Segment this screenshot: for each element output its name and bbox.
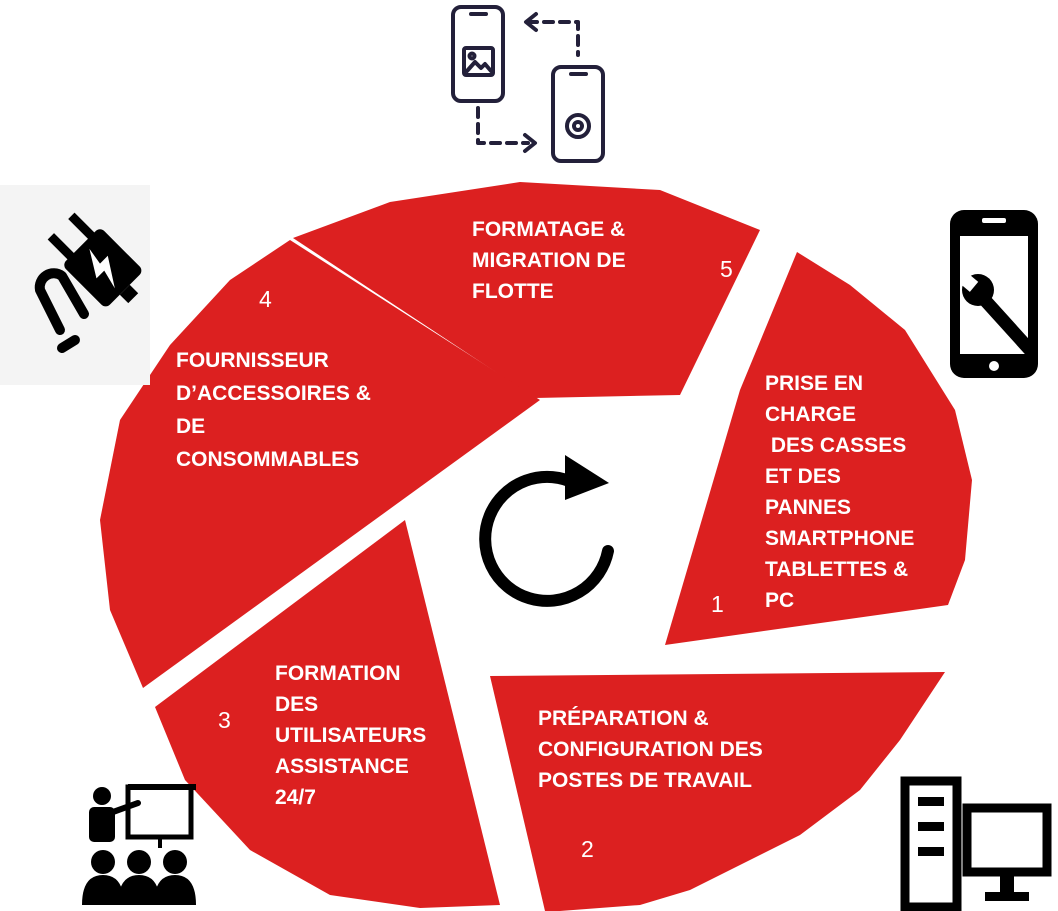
- segment-1: [665, 252, 972, 645]
- segment-2-line: PRÉPARATION &: [538, 707, 709, 730]
- desktop-computer-icon: [900, 776, 1052, 911]
- segment-1-line: ET DES: [765, 465, 841, 488]
- segment-3-number: 3: [218, 707, 231, 733]
- phone-migration-icon: [451, 5, 605, 163]
- segment-1-label: PRISE EN CHARGE DES CASSES ET DES PANNES…: [0, 0, 944, 612]
- segment-2-number: 2: [581, 836, 594, 862]
- segment-3-line: UTILISATEURS: [275, 724, 426, 747]
- segment-3-label: FORMATION DES UTILISATEURS ASSISTANCE 24…: [275, 662, 432, 809]
- segment-4-line: DE: [176, 415, 205, 438]
- segment-5-line: FLOTTE: [472, 280, 554, 303]
- segment-1-line: PC: [765, 589, 794, 612]
- charger-plug-icon: [0, 185, 150, 385]
- segment-1-line: DES CASSES: [765, 434, 906, 457]
- segment-3-line: ASSISTANCE: [275, 755, 409, 778]
- segment-1-number: 1: [711, 591, 724, 617]
- segment-3: [155, 520, 500, 908]
- segment-2-label: PRÉPARATION & CONFIGURATION DES POSTES D…: [538, 707, 769, 792]
- segment-4-line: CONSOMMABLES: [176, 448, 359, 471]
- segment-4-line: FOURNISSEUR: [176, 349, 329, 372]
- segment-1-line: PANNES: [765, 496, 851, 519]
- training-presentation-icon: [82, 784, 196, 905]
- segment-5-number: 5: [720, 256, 733, 282]
- segment-2-line: CONFIGURATION DES: [538, 738, 763, 761]
- segment-1-line: CHARGE: [765, 403, 856, 426]
- segment-4-number: 4: [259, 286, 272, 312]
- phone-wrench-icon: [950, 210, 1038, 378]
- segment-1-line: TABLETTES &: [765, 558, 908, 581]
- refresh-cycle-icon: [479, 455, 614, 607]
- segment-5: [293, 182, 760, 398]
- segment-2-line: POSTES DE TRAVAIL: [538, 769, 752, 792]
- segment-4: [100, 240, 540, 688]
- segment-3-line: FORMATION: [275, 662, 401, 685]
- segment-1-line: PRISE EN: [765, 372, 863, 395]
- segment-3-line: DES: [275, 693, 318, 716]
- segment-3-line: 24/7: [275, 786, 316, 809]
- segment-1-line: SMARTPHONE: [765, 527, 914, 550]
- segment-4-line: D’ACCESSOIRES &: [176, 382, 371, 405]
- segment-5-line: MIGRATION DE: [472, 249, 626, 272]
- segment-2: [490, 672, 945, 911]
- segment-5-line: FORMATAGE &: [472, 218, 625, 241]
- segment-4-label: FOURNISSEUR D’ACCESSOIRES & DE CONSOMMAB…: [176, 349, 377, 471]
- segment-5-label: FORMATAGE & MIGRATION DE FLOTTE: [472, 218, 631, 303]
